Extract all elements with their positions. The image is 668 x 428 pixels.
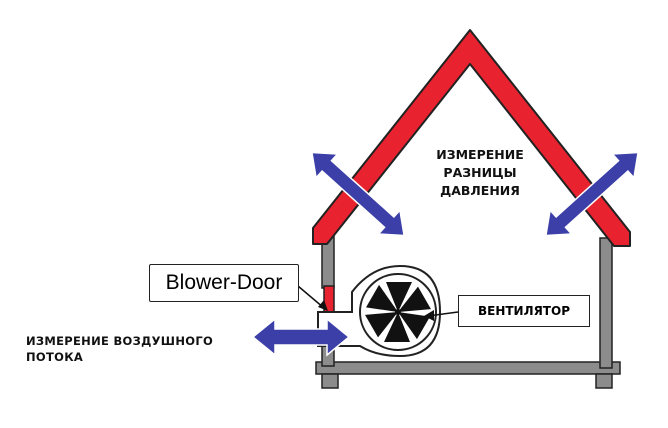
air-leak-arrow-right-icon: [545, 151, 639, 237]
pressure-difference-label: ИЗМЕРЕНИЕ РАЗНИЦЫ ДАВЛЕНИЯ: [400, 146, 560, 200]
blower-door-label: Blower-Door: [149, 264, 299, 302]
airflow-arrow-icon: [251, 317, 351, 357]
house-roof: [312, 29, 631, 247]
house-floor: [315, 361, 621, 389]
fan-label-pointer-icon: [424, 310, 459, 321]
fan-label: ВЕНТИЛЯТОР: [458, 295, 590, 327]
airflow-label-line-1: ИЗМЕРЕНИЕ ВОЗДУШНОГО: [26, 334, 214, 348]
pressure-label-line-1: ИЗМЕРЕНИЕ: [436, 147, 524, 162]
airflow-measurement-label: ИЗМЕРЕНИЕ ВОЗДУШНОГО ПОТОКА: [26, 333, 266, 365]
house-right-wall: [599, 237, 613, 369]
airflow-label-line-2: ПОТОКА: [26, 350, 84, 364]
air-leak-arrow-left-icon: [311, 151, 405, 237]
fan-icon: [365, 282, 431, 342]
pressure-label-line-2: РАЗНИЦЫ: [443, 165, 517, 180]
blower-door-pointer-icon: [297, 285, 328, 311]
pressure-label-line-3: ДАВЛЕНИЯ: [440, 183, 520, 198]
